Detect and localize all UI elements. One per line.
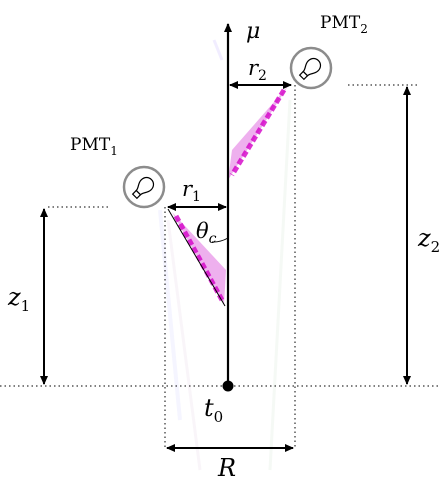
r1-label: r1 (182, 177, 201, 205)
z1-label: z1 (7, 283, 30, 315)
theta-arc (211, 237, 229, 243)
faint-photon-trails (158, 39, 292, 471)
origin-point (222, 380, 234, 392)
z2-label: z2 (417, 224, 440, 256)
R-label: R (217, 454, 236, 479)
r2-label: r2 (248, 56, 267, 84)
pmt1-lightbulb-icon (122, 165, 166, 209)
theta-c-label: θc (196, 219, 217, 247)
pmt2-label: PMT2 (320, 13, 368, 36)
t0-label: t0 (204, 394, 223, 426)
pmt2-lightbulb-icon (289, 46, 333, 90)
muon-label: μ (246, 19, 260, 44)
cherenkov-light-lower (172, 212, 226, 305)
dotted-guides (0, 84, 440, 448)
pmt1-label: PMT1 (70, 135, 118, 158)
photon-path-1 (167, 208, 226, 307)
cherenkov-light-upper (228, 86, 288, 180)
